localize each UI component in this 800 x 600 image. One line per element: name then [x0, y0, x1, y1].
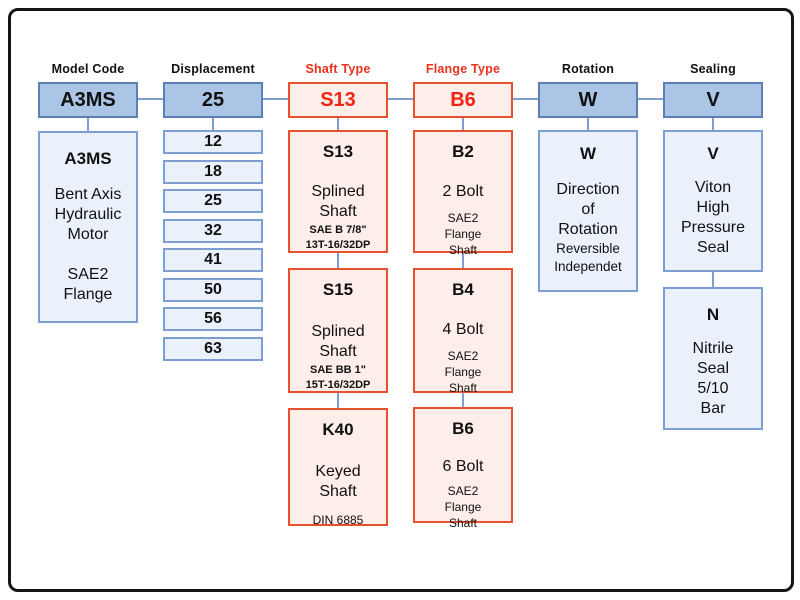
shaft-option-name: Splined Shaft — [311, 323, 365, 360]
connector — [87, 118, 89, 131]
displacement-option: 56 — [163, 307, 263, 332]
shaft-type-header-box: S13 — [288, 82, 388, 118]
rotation-spec: Reversible Independet — [554, 241, 622, 274]
model-code-detail-footer: SAE2 Flange — [63, 266, 113, 303]
connector — [712, 118, 714, 130]
rotation-name: Direction of Rotation — [556, 181, 620, 238]
connector — [337, 118, 339, 130]
rotation-label: Rotation — [561, 62, 615, 76]
shaft-option-code: S15 — [322, 280, 354, 299]
sealing-option-name: Nitrile Seal 5/10 Bar — [692, 340, 734, 417]
sealing-header-box: V — [663, 82, 763, 118]
displacement-option: 50 — [163, 277, 263, 302]
sealing-label: Sealing — [690, 62, 736, 76]
flange-type-label: Flange Type — [425, 62, 501, 76]
connector — [462, 118, 464, 130]
flange-option-name: 6 Bolt — [442, 458, 484, 475]
connector — [462, 393, 464, 407]
sealing-option-n: N Nitrile Seal 5/10 Bar — [663, 287, 763, 430]
rotation-detail-box: W Direction of Rotation Reversible Indep… — [538, 130, 638, 292]
connector — [337, 393, 339, 408]
flange-option-b4: B4 4 Bolt SAE2 Flange Shaft — [413, 268, 513, 395]
displacement-option-list: 12 18 25 32 41 50 56 63 — [163, 130, 263, 361]
rotation-code: W — [579, 144, 597, 163]
connector — [138, 98, 163, 100]
flange-option-name: 2 Bolt — [442, 183, 484, 200]
shaft-option-code: S13 — [322, 142, 354, 161]
flange-option-code: B2 — [452, 142, 474, 161]
flange-option-name: 4 Bolt — [442, 321, 484, 338]
model-code-header-box: A3MS — [38, 82, 138, 118]
shaft-option-spec: DIN 6885 — [312, 513, 364, 527]
model-code-detail-title: A3MS — [64, 149, 112, 168]
shaft-option-name: Splined Shaft — [311, 183, 365, 220]
displacement-label: Displacement — [171, 62, 255, 76]
flange-option-spec: SAE2 Flange Shaft — [444, 484, 482, 531]
connector — [263, 98, 288, 100]
model-code-label: Model Code — [51, 62, 125, 76]
connector — [212, 118, 214, 130]
rotation-header-box: W — [538, 82, 638, 118]
connector — [712, 272, 714, 287]
flange-option-b2: B2 2 Bolt SAE2 Flange Shaft — [413, 130, 513, 257]
sealing-option-code: N — [706, 305, 720, 324]
shaft-option-s15: S15 Splined Shaft SAE BB 1" 15T-16/32DP — [288, 268, 388, 393]
flange-option-spec: SAE2 Flange Shaft — [444, 211, 482, 258]
model-code-detail-box: A3MS Bent Axis Hydraulic Motor SAE2 Flan… — [38, 131, 138, 323]
model-code-detail-body: Bent Axis Hydraulic Motor — [54, 186, 122, 243]
connector — [462, 253, 464, 268]
flange-option-code: B4 — [452, 280, 474, 299]
connector — [513, 98, 538, 100]
connector — [388, 98, 413, 100]
shaft-option-spec: SAE B 7/8" 13T-16/32DP — [305, 224, 371, 251]
connector — [638, 98, 663, 100]
displacement-option: 12 — [163, 130, 263, 154]
shaft-option-s13: S13 Splined Shaft SAE B 7/8" 13T-16/32DP — [288, 130, 388, 253]
displacement-option: 18 — [163, 159, 263, 184]
sealing-option-v: V Viton High Pressure Seal — [663, 130, 763, 272]
diagram-border — [8, 8, 794, 592]
connector — [337, 253, 339, 268]
sealing-option-name: Viton High Pressure Seal — [680, 179, 746, 256]
displacement-option: 25 — [163, 189, 263, 214]
displacement-option: 63 — [163, 336, 263, 361]
connector — [587, 118, 589, 130]
shaft-option-name: Keyed Shaft — [315, 463, 361, 500]
shaft-option-spec: SAE BB 1" 15T-16/32DP — [305, 364, 371, 391]
flange-option-spec: SAE2 Flange Shaft — [444, 349, 482, 396]
flange-option-b6: B6 6 Bolt SAE2 Flange Shaft — [413, 407, 513, 530]
shaft-option-k40: K40 Keyed Shaft DIN 6885 — [288, 408, 388, 527]
flange-type-header-box: B6 — [413, 82, 513, 118]
flange-option-code: B6 — [452, 419, 474, 438]
shaft-type-label: Shaft Type — [305, 62, 371, 76]
displacement-option: 32 — [163, 218, 263, 243]
shaft-option-code: K40 — [322, 420, 354, 439]
displacement-option: 41 — [163, 248, 263, 273]
sealing-option-code: V — [707, 144, 719, 163]
displacement-header-box: 25 — [163, 82, 263, 118]
